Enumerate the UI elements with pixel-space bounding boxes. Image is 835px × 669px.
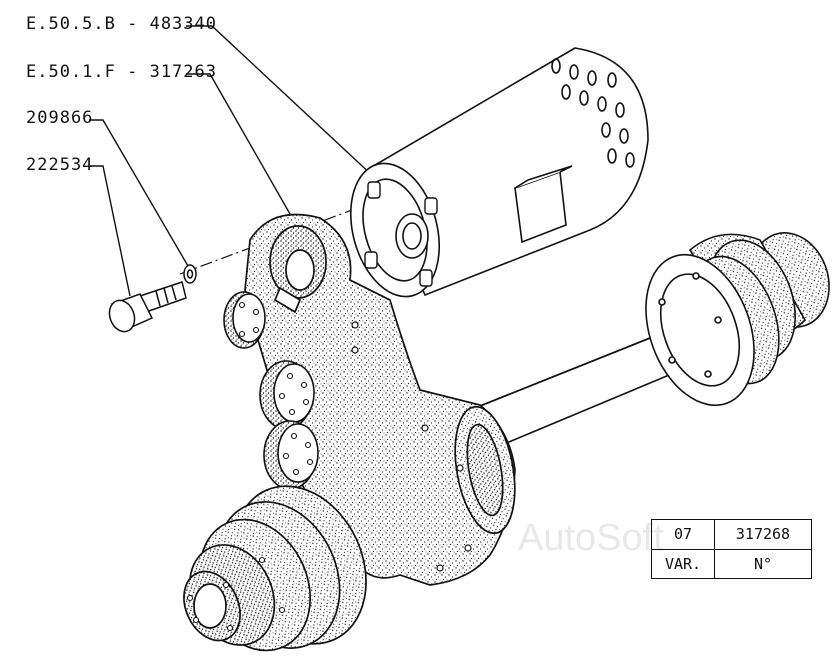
callout-flange: E.50.1.F - 317263 bbox=[26, 62, 217, 82]
number-label: N° bbox=[714, 548, 812, 579]
right-wheel-hub bbox=[645, 232, 830, 407]
variant-value: 07 bbox=[651, 519, 715, 550]
table-row: 07 317268 bbox=[651, 519, 812, 550]
callout-bolt: 222534 bbox=[26, 155, 94, 175]
callout-washer: 209866 bbox=[26, 108, 94, 128]
watermark: AutoSoft bbox=[518, 517, 664, 559]
variant-label: VAR. bbox=[651, 548, 715, 579]
electric-motor bbox=[349, 47, 649, 298]
callout-motor: E.50.5.B - 483340 bbox=[26, 14, 217, 34]
variant-table: 07 317268 VAR. N° bbox=[651, 519, 812, 579]
left-wheel-hub bbox=[183, 485, 367, 652]
table-row: VAR. N° bbox=[651, 548, 812, 579]
number-value: 317268 bbox=[714, 519, 812, 550]
leader-lines bbox=[89, 25, 376, 297]
bolt-222534 bbox=[108, 281, 187, 333]
washer-209866 bbox=[183, 264, 197, 284]
drive-flanges bbox=[223, 291, 319, 490]
